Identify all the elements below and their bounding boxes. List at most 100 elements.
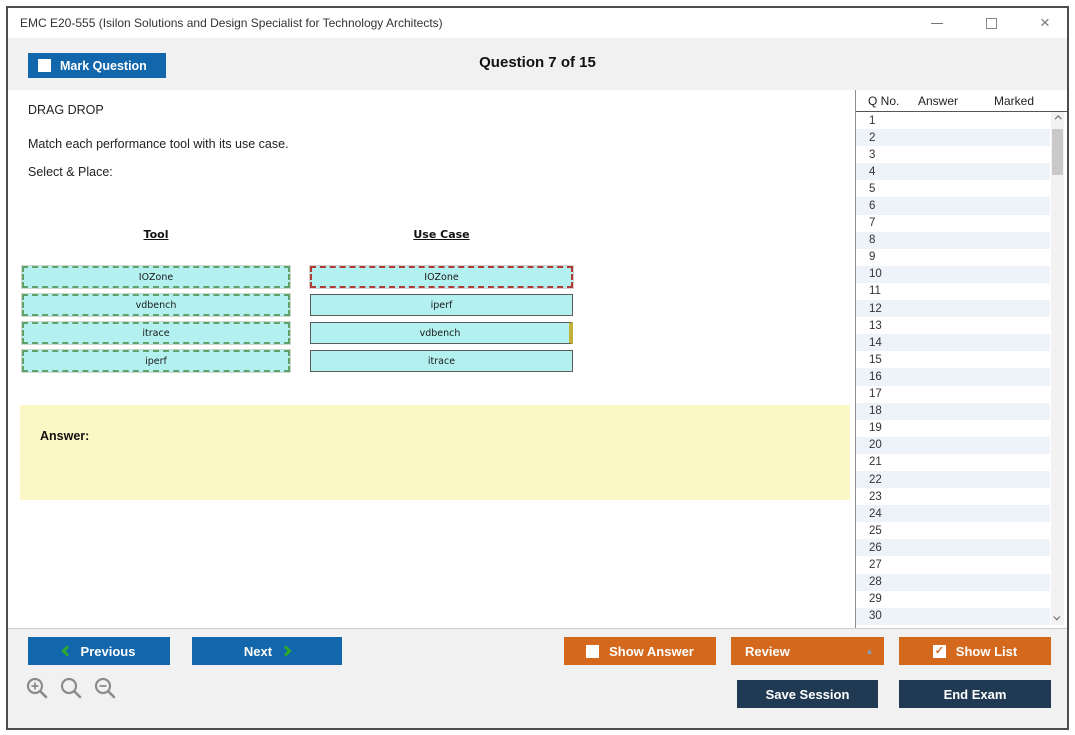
question-row-28[interactable]: 28	[856, 573, 1050, 591]
question-row-1[interactable]: 1	[856, 112, 1050, 129]
show-list-button[interactable]: ✓ Show List	[899, 637, 1051, 665]
question-number: 2	[869, 131, 876, 144]
question-type-label: DRAG DROP	[28, 103, 104, 117]
question-number: 16	[869, 370, 882, 383]
question-number: 18	[869, 405, 882, 418]
drag-item-iozone[interactable]: IOZone	[310, 266, 573, 288]
question-number: 7	[869, 217, 876, 230]
question-prompt: Match each performance tool with its use…	[28, 137, 289, 151]
close-button[interactable]: ×	[1037, 14, 1053, 31]
question-row-4[interactable]: 4	[856, 163, 1050, 181]
next-label: Next	[243, 643, 273, 659]
col-header-marked: Marked	[994, 94, 1035, 108]
minimize-icon	[931, 22, 943, 24]
zoom-reset-icon[interactable]	[60, 677, 82, 699]
question-row-23[interactable]: 23	[856, 488, 1050, 505]
drag-item-vdbench[interactable]: vdbench	[22, 294, 290, 316]
next-button[interactable]: Next	[192, 637, 342, 665]
question-row-16[interactable]: 16	[856, 368, 1050, 386]
question-row-7[interactable]: 7	[856, 215, 1050, 232]
question-row-29[interactable]: 29	[856, 591, 1050, 608]
question-counter: Question 7 of 15	[479, 54, 596, 71]
question-number: 12	[869, 302, 882, 315]
question-row-25[interactable]: 25	[856, 522, 1050, 539]
show-answer-button[interactable]: Show Answer	[564, 637, 716, 665]
chevron-down-icon	[1053, 613, 1061, 621]
question-number: 11	[869, 285, 881, 298]
save-session-button[interactable]: Save Session	[737, 680, 878, 708]
drag-item-vdbench[interactable]: vdbench	[310, 322, 573, 344]
question-row-17[interactable]: 17	[856, 386, 1050, 403]
chevron-right-icon	[280, 645, 292, 657]
question-number: 1	[869, 114, 876, 127]
show-answer-checkbox[interactable]	[586, 644, 600, 658]
question-number: 30	[869, 610, 882, 623]
show-answer-label: Show Answer	[609, 643, 694, 659]
scrollbar-thumb[interactable]	[1052, 129, 1063, 175]
question-number: 24	[869, 507, 882, 520]
question-number: 23	[869, 490, 882, 503]
usecase-column: IOZone iperf vdbench itrace	[310, 266, 573, 372]
question-number: 19	[869, 422, 882, 435]
question-list-scrollbar[interactable]	[1051, 112, 1064, 625]
question-row-21[interactable]: 21	[856, 454, 1050, 471]
drag-item-iperf[interactable]: iperf	[22, 350, 290, 372]
zoom-toolbar	[26, 677, 116, 699]
drag-item-iperf[interactable]: iperf	[310, 294, 573, 316]
mark-question-button[interactable]: Mark Question	[28, 53, 166, 78]
window-title: EMC E20-555 (Isilon Solutions and Design…	[20, 16, 443, 30]
question-row-2[interactable]: 2	[856, 129, 1050, 147]
question-row-30[interactable]: 30	[856, 607, 1050, 625]
question-row-5[interactable]: 5	[856, 180, 1050, 197]
question-row-13[interactable]: 13	[856, 317, 1050, 334]
zoom-out-icon[interactable]	[94, 677, 116, 699]
review-dropdown[interactable]: Review ▲	[731, 637, 884, 665]
show-list-checkbox[interactable]: ✓	[932, 644, 946, 658]
end-exam-button[interactable]: End Exam	[899, 680, 1051, 708]
question-row-12[interactable]: 12	[856, 300, 1050, 318]
question-row-27[interactable]: 27	[856, 556, 1050, 573]
zoom-in-icon[interactable]	[26, 677, 48, 699]
maximize-button[interactable]	[983, 15, 999, 31]
drag-item-iozone[interactable]: IOZone	[22, 266, 290, 288]
question-row-14[interactable]: 14	[856, 334, 1050, 352]
question-number: 13	[869, 319, 882, 332]
question-row-6[interactable]: 6	[856, 197, 1050, 215]
question-row-20[interactable]: 20	[856, 436, 1050, 454]
question-number: 17	[869, 388, 882, 401]
question-row-24[interactable]: 24	[856, 505, 1050, 523]
question-row-18[interactable]: 18	[856, 402, 1050, 420]
question-number: 27	[869, 558, 882, 571]
answer-drop-zone: Answer:	[20, 405, 850, 500]
chevron-left-icon	[60, 645, 73, 657]
scroll-up-button[interactable]	[1051, 112, 1064, 127]
question-row-3[interactable]: 3	[856, 146, 1050, 163]
tool-column-header: Tool	[143, 228, 169, 241]
question-row-22[interactable]: 22	[856, 470, 1050, 489]
scroll-down-button[interactable]	[1051, 610, 1064, 625]
minimize-button[interactable]	[929, 15, 945, 31]
previous-button[interactable]: Previous	[28, 637, 170, 665]
drag-item-itrace[interactable]: itrace	[22, 322, 290, 344]
question-row-10[interactable]: 10	[856, 265, 1050, 283]
maximize-icon	[985, 17, 997, 29]
drag-item-itrace[interactable]: itrace	[310, 350, 573, 372]
end-exam-label: End Exam	[943, 686, 1007, 702]
question-number: 26	[869, 541, 882, 554]
question-row-8[interactable]: 8	[856, 231, 1050, 249]
question-number: 6	[869, 200, 876, 213]
footer-bar: Previous Next Show Answer Review ▲ ✓ Sho…	[8, 628, 1067, 728]
mark-question-checkbox[interactable]	[38, 59, 51, 72]
checkmark-icon: ✓	[934, 644, 944, 657]
question-row-11[interactable]: 11	[856, 283, 1050, 300]
question-row-9[interactable]: 9	[856, 249, 1050, 266]
question-number: 15	[869, 353, 882, 366]
title-bar[interactable]: EMC E20-555 (Isilon Solutions and Design…	[8, 8, 1067, 38]
question-row-26[interactable]: 26	[856, 539, 1050, 557]
question-number: 20	[869, 439, 882, 452]
mark-question-label: Mark Question	[60, 58, 147, 73]
question-row-15[interactable]: 15	[856, 351, 1050, 368]
question-row-19[interactable]: 19	[856, 420, 1050, 437]
